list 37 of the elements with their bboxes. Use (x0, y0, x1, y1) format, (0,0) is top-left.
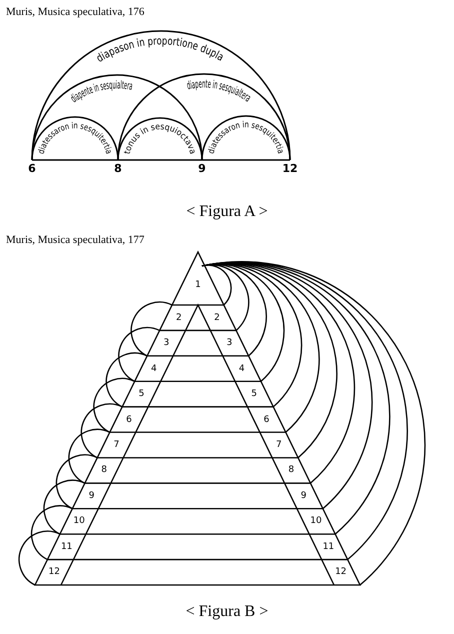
row-number: 12 (335, 567, 347, 578)
source-caption: Muris, Musica speculativa, 177 (6, 234, 144, 246)
row-number: 3 (226, 338, 232, 348)
row-number: 4 (151, 364, 157, 374)
row-number: 6 (126, 414, 132, 425)
row-number: 2 (214, 312, 220, 323)
number-label: 12 (280, 163, 300, 175)
row-number: 11 (322, 542, 334, 552)
row-number: 2 (176, 312, 182, 323)
baseline-segment (202, 159, 290, 161)
number-label: 9 (192, 163, 212, 175)
row-number: 10 (310, 516, 322, 526)
baseline-segment (32, 159, 118, 161)
row-number: 8 (288, 465, 294, 476)
row-number: 12 (48, 567, 60, 578)
arc-line (117, 117, 203, 160)
number-label: 6 (22, 163, 42, 175)
row-number: 4 (238, 364, 245, 374)
row-number: 1 (195, 280, 201, 290)
row-number: 9 (300, 490, 307, 501)
row-number: 8 (101, 465, 107, 476)
row-number: 3 (164, 338, 170, 348)
row-number: 7 (276, 440, 282, 450)
row-number: 6 (264, 414, 270, 425)
arc-line (201, 115, 291, 160)
row-number: 7 (114, 440, 120, 450)
row-number: 5 (251, 389, 257, 400)
number-label: 8 (108, 163, 128, 175)
arc-line (31, 116, 119, 160)
row-number: 9 (88, 490, 94, 501)
baseline-segment (118, 159, 202, 161)
source-caption: Muris, Musica speculativa, 176 (6, 6, 144, 18)
figure-title: < Figura A > (186, 203, 268, 221)
row-number: 11 (60, 542, 72, 552)
row-number: 5 (138, 389, 144, 400)
row-number: 10 (73, 516, 85, 526)
figure-title: < Figura B > (186, 603, 268, 621)
